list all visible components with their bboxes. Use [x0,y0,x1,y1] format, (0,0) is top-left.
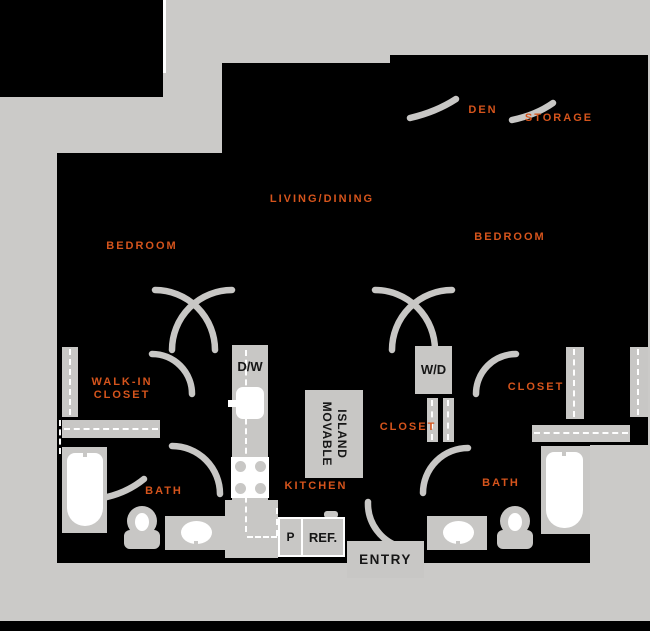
closet-center-strip-2-dashes [447,400,449,440]
kitchen-counter-corner [225,500,278,558]
bathtub-right-faucet [562,448,566,456]
room-label-closet-right: CLOSET [507,381,565,393]
refrigerator-box [301,517,345,557]
closet-rod-right-dashes [637,349,639,415]
fridge-handle [324,511,338,518]
room-label-kitchen: KITCHEN [284,480,348,492]
closet-shelf-left-dashes [64,428,158,430]
kitchen-sink [236,387,264,419]
building-mass-bottom [0,621,650,631]
burner-icon [235,483,246,494]
kitchen-counter-centerline-end [276,508,278,536]
closet-left-corner-dashes [59,420,61,454]
walk-in-closet-line2: CLOSET [93,389,151,401]
dishwasher-label: D/W [237,359,263,374]
island-label-line1: MOVABLE [320,401,334,467]
room-label-den: DEN [468,104,498,116]
entry-label: ENTRY [359,552,412,567]
kitchen-counter-centerline [245,350,247,532]
toilet-right-seat [508,513,522,531]
closet-rod-right-mid [566,347,584,419]
building-mass-top-left [0,0,163,97]
room-label-storage: STORAGE [524,112,594,124]
burner-icon [235,461,246,472]
room-label-living-dining: LIVING/DINING [269,193,375,205]
room-label-closet-center: CLOSET [379,421,437,433]
kitchen-sink-tab [228,400,237,407]
movable-island: ISLAND MOVABLE [305,390,363,478]
movable-island-label: ISLAND MOVABLE [305,390,363,478]
closet-rod-right-wall [630,347,648,417]
washer-dryer-box [415,346,452,394]
pantry-box [278,517,303,557]
island-label-line2: ISLAND [335,409,349,459]
closet-center-strip-1-dashes [431,400,433,440]
bathtub-left-faucet [83,449,87,457]
washer-dryer-label: W/D [420,362,447,377]
closet-rod-left-dashes [69,349,71,415]
closet-rod-right-mid-dashes [573,349,575,417]
burner-icon [255,483,266,494]
refrigerator-label: REF. [308,530,338,545]
vanity-right-faucet [456,541,460,548]
vanity-left-faucet [194,541,198,548]
toilet-left-seat [135,513,149,531]
bathtub-right-basin [546,452,583,528]
room-label-bath-right: BATH [482,477,520,489]
room-label-bath-left: BATH [145,485,183,497]
room-label-bedroom-right: BEDROOM [474,231,546,243]
building-edge-line [163,0,166,73]
room-label-walk-in-closet: WALK-IN CLOSET [67,376,177,402]
kitchen-counter-centerline-turn [247,536,277,538]
vanity-left-sink [181,521,212,544]
walk-in-closet-line1: WALK-IN [91,376,153,388]
bathtub-left-basin [67,453,103,526]
vanity-right-sink [443,521,474,544]
toilet-left-base [124,530,160,549]
pantry-label: P [286,530,295,544]
burner-icon [255,461,266,472]
room-label-bedroom-left: BEDROOM [106,240,178,252]
toilet-right-base [497,530,533,549]
closet-shelf-right-dashes [534,432,628,434]
